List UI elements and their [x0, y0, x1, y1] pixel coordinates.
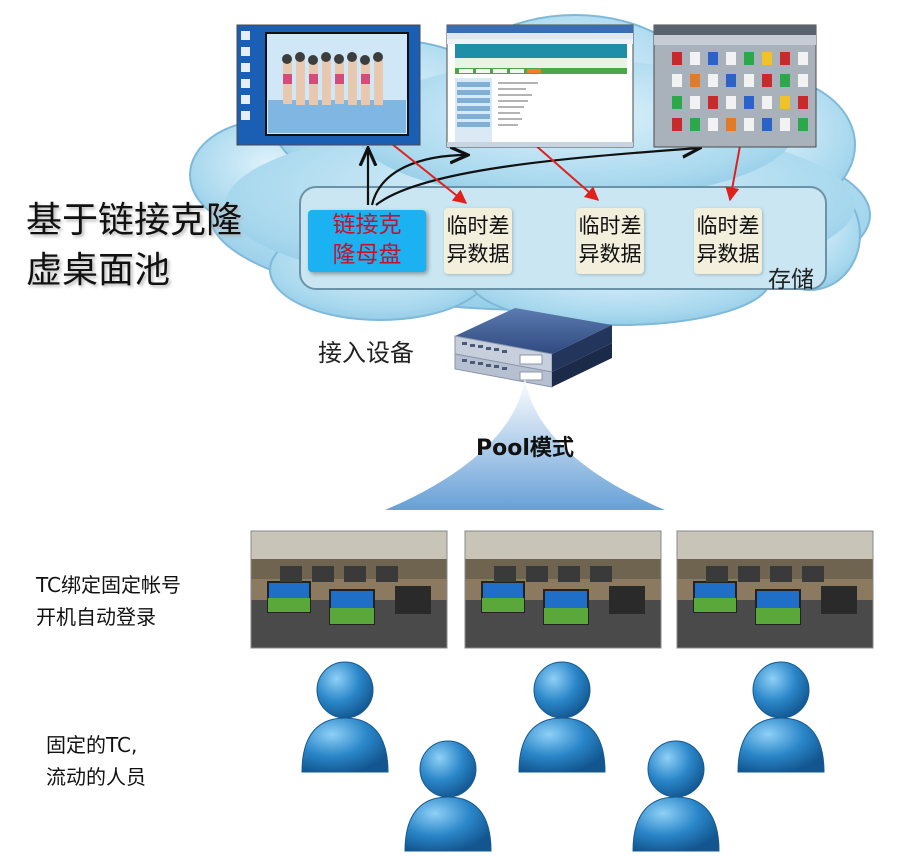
diff-data-box-3-line2: 异数据 [696, 242, 760, 266]
diff-data-box-3: 临时差 异数据 [694, 208, 762, 274]
computer-lab-photo-3 [676, 530, 874, 649]
fixed-tc-line1: 固定的TC, [46, 733, 138, 757]
mother-disk-line2: 隆母盘 [332, 242, 402, 268]
access-device-label: 接入设备 [318, 339, 414, 367]
person-icon-3 [518, 661, 606, 773]
diff-data-box-1: 临时差 异数据 [444, 208, 512, 274]
diff-arrows [391, 143, 741, 204]
mother-disk-box: 链接克 隆母盘 [308, 210, 426, 272]
pool-title-line1: 基于链接克隆 [26, 200, 243, 241]
diff-data-box-3-line1: 临时差 [696, 214, 760, 238]
storage-label: 存储 [768, 267, 814, 293]
tc-binding-line2: 开机自动登录 [36, 605, 156, 629]
computer-lab-photo-2 [464, 530, 662, 649]
diff-data-box-1-line1: 临时差 [446, 214, 510, 238]
pool-mode-arrow [385, 377, 665, 510]
person-icon-1 [301, 661, 389, 773]
diff-data-box-1-line2: 异数据 [446, 242, 510, 266]
computer-lab-photo-1 [250, 530, 448, 649]
pool-mode-label: Pool模式 [476, 436, 574, 461]
diff-data-box-2-line1: 临时差 [578, 214, 642, 238]
desktop-screenshot-3 [653, 24, 817, 148]
person-icon-4 [632, 740, 720, 852]
mother-disk-line1: 链接克 [332, 212, 402, 238]
person-icon-5 [737, 661, 825, 773]
clone-arrows [368, 148, 700, 206]
access-device-icon [454, 308, 612, 388]
person-icon-2 [404, 740, 492, 852]
desktop-screenshot-2 [446, 24, 634, 148]
pool-title-line2: 虚桌面池 [26, 250, 171, 291]
diff-data-box-2-line2: 异数据 [578, 242, 642, 266]
diff-data-box-2: 临时差 异数据 [576, 208, 644, 274]
desktop-screenshot-1 [236, 24, 421, 146]
fixed-tc-line2: 流动的人员 [46, 765, 146, 789]
tc-binding-line1: TC绑定固定帐号 [36, 573, 182, 597]
